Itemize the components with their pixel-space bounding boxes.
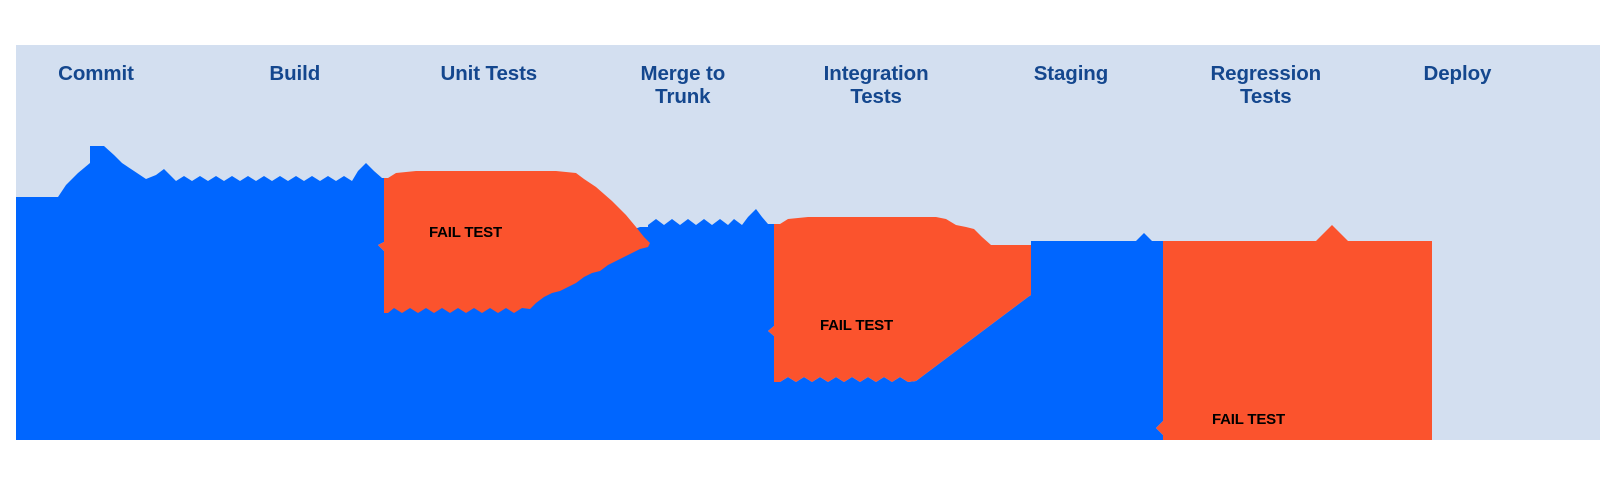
pipeline-flow-svg: [16, 146, 1432, 440]
chart-panel: [16, 45, 1600, 440]
fail-area-unit-tests: [378, 171, 650, 313]
fail-area-integration-tests: [768, 217, 1031, 382]
pass-area-path: [16, 146, 1163, 440]
fail-area-regression-tests: [1156, 225, 1432, 440]
